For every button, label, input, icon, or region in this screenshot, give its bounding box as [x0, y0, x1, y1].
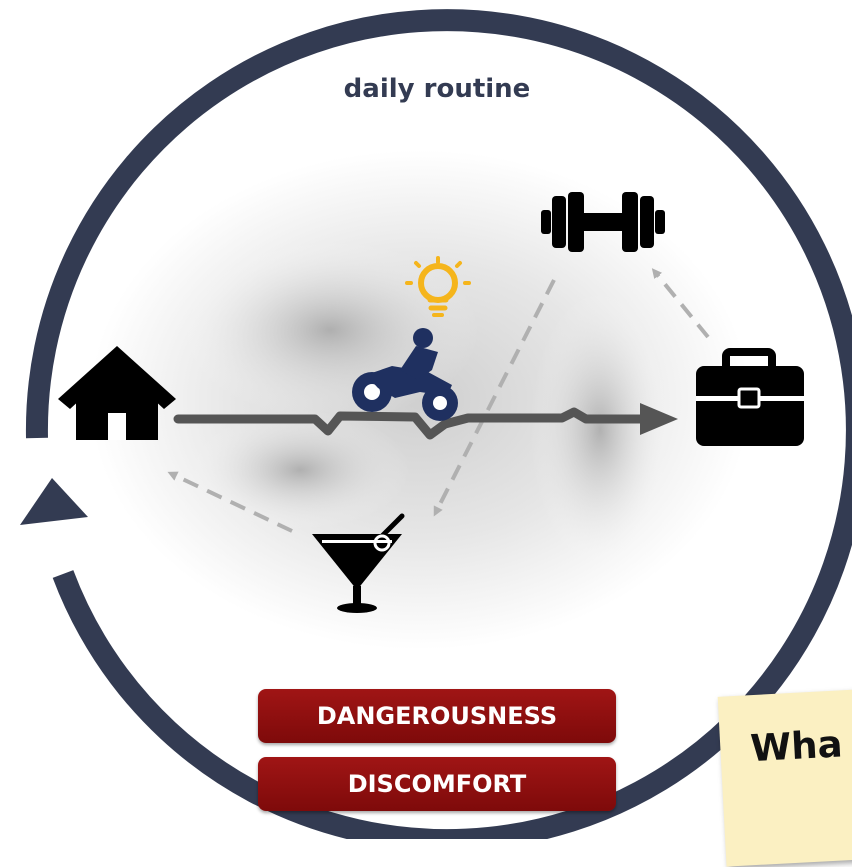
main-route — [173, 403, 678, 440]
sticky-note: Wha — [717, 687, 852, 867]
sticky-note-text: Wha — [749, 722, 844, 771]
cycle-arrowhead — [20, 478, 88, 525]
cocktail-icon — [312, 513, 405, 613]
motorbike-rider-icon — [352, 328, 458, 421]
briefcase-icon — [696, 348, 804, 446]
route-work-to-gym — [651, 268, 710, 339]
diagram-title: daily routine — [343, 74, 531, 104]
house-icon — [58, 346, 176, 440]
discomfort-badge: DISCOMFORT — [258, 757, 616, 811]
cycle-arrow — [25, 9, 852, 839]
dangerousness-badge: DANGEROUSNESS — [258, 689, 616, 743]
route-gym-to-bar — [433, 279, 556, 517]
route-bar-to-home — [167, 471, 293, 533]
daily-routine-diagram — [20, 9, 852, 839]
lightbulb-icon — [405, 256, 471, 317]
side-routes — [167, 268, 710, 533]
dumbbell-icon — [541, 192, 665, 252]
